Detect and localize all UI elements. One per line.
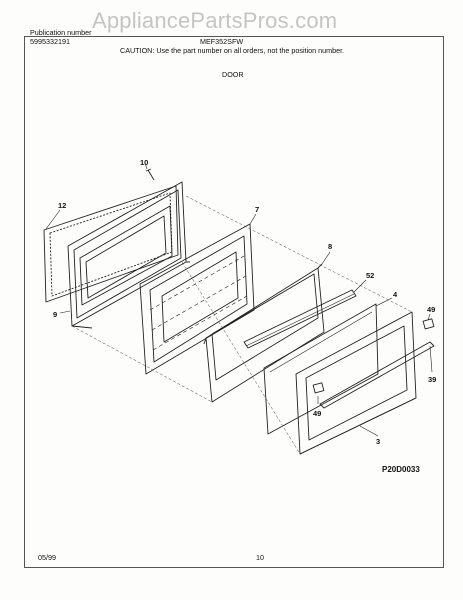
callout-49-bottom: 49 — [313, 409, 321, 418]
callout-52: 52 — [366, 271, 374, 280]
publication-number: 5995332191 — [30, 37, 70, 46]
diagram-code: P20D0033 — [382, 465, 420, 474]
caution-note: CAUTION: Use the part number on all orde… — [120, 46, 345, 55]
inner-door-panel-part — [203, 251, 331, 403]
page-border — [24, 36, 444, 568]
outer-door-panel-part — [295, 311, 417, 455]
callout-9: 9 — [53, 310, 57, 319]
callout-7: 7 — [255, 205, 259, 214]
footer-date: 05/99 — [38, 553, 56, 562]
publication-label: Publication number — [30, 28, 92, 37]
section-title: DOOR — [222, 70, 244, 79]
door-insulation-part — [139, 213, 257, 375]
watermark-text: AppliancePartsPros.com — [92, 8, 338, 33]
door-handle-part — [319, 341, 435, 409]
callout-10: 10 — [140, 158, 148, 167]
callout-49-top: 49 — [427, 305, 435, 314]
door-trim-strip-part — [243, 279, 367, 349]
handle-end-cap-part — [422, 313, 435, 330]
callout-39: 39 — [428, 375, 436, 384]
inner-door-liner-part — [59, 181, 190, 329]
screw-part — [144, 162, 155, 181]
footer-page-number: 10 — [256, 553, 264, 562]
callout-4: 4 — [393, 290, 398, 299]
callout-12: 12 — [58, 201, 66, 210]
door-glass-part — [263, 297, 393, 435]
handle-end-cap-part — [312, 382, 325, 404]
callout-8: 8 — [328, 242, 332, 251]
callout-3: 3 — [376, 437, 380, 446]
model-number: MEF352SFW — [200, 37, 244, 46]
